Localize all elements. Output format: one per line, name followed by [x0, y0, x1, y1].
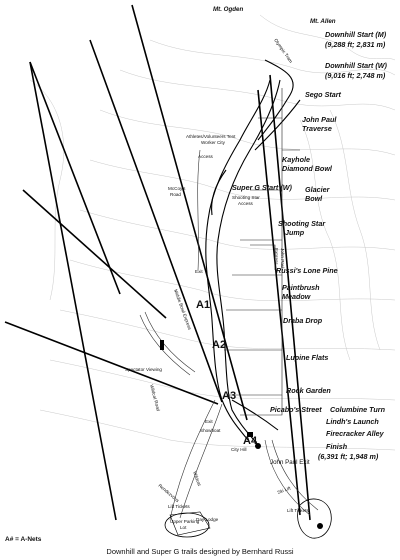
label-rendezvous: Rendezvous [157, 483, 180, 504]
label-mccoys-road-1: McCoy's [168, 186, 186, 191]
label-upper-parking-lot-1: Upper Parking [170, 519, 200, 524]
label-wildcat-road: Wildcat Road [149, 384, 161, 412]
label-downhill-start-w-elev: (9,016 ft; 2,748 m) [325, 71, 386, 80]
label-lindhs-launch: Lindh's Launch [326, 417, 379, 426]
topo-contours [29, 14, 396, 451]
zone-a4: A4 [243, 435, 258, 447]
label-firecracker-alley: Firecracker Alley [326, 429, 385, 438]
label-showboat: Showboat [200, 428, 221, 433]
label-picabos-street: Picabo's Street [270, 405, 322, 414]
label-lupine-flats: Lupine Flats [286, 353, 328, 362]
lift-tickets-right-shape [297, 498, 332, 539]
spectator-marker [160, 340, 164, 350]
label-mccoys-road-2: Road [170, 192, 181, 197]
map-caption: Downhill and Super G trails designed by … [106, 547, 294, 556]
label-downhill-start-m: Downhill Start (M) [325, 30, 387, 39]
label-day-lodge: Day Lodge [196, 517, 219, 522]
label-glacier-bowl-2: Bowl [305, 194, 323, 203]
label-city-hill: City Hill [231, 447, 247, 452]
label-russis-lone-pine: Russi's Lone Pine [276, 266, 338, 275]
section-boxes [224, 88, 300, 416]
city-hill-marker [247, 432, 253, 437]
label-rock-garden: Rock Garden [286, 386, 331, 395]
lift-line-2 [89, 39, 223, 403]
label-lift-tickets-right: Lift Tickets [287, 508, 309, 513]
label-wildcat: Wildcat [192, 471, 202, 488]
base-area [160, 340, 332, 539]
lift-line-3 [4, 321, 219, 405]
label-sego-start: Sego Start [305, 90, 342, 99]
label-paintbrush-meadow-2: Meadow [282, 292, 311, 301]
legend-a-nets: A# = A-Nets [5, 536, 42, 543]
label-paintbrush-meadow-1: Paintbrush [282, 283, 320, 292]
label-draba-drop: Draba Drop [283, 316, 323, 325]
map-labels: Mt. Ogden Mt. Allen Downhill Start (M) (… [125, 6, 387, 530]
label-kayhole: Kayhole [282, 155, 310, 164]
label-shooting-star-jump-1: Shooting Star [278, 219, 326, 228]
label-columbine-turn: Columbine Turn [330, 405, 386, 414]
label-john-paul-traverse-2: Traverse [302, 124, 332, 133]
lift-line-4 [29, 61, 121, 295]
label-super-g-start: Super G Start (W) [232, 183, 293, 192]
label-athletes-tent-2: Worker City [201, 140, 226, 145]
label-access: Access [198, 154, 214, 159]
label-john-paul-express-2: Express [274, 248, 279, 265]
upper-parking-lot-shape [169, 511, 211, 536]
lift-lines [4, 4, 311, 521]
label-john-paul-traverse-1: John Paul [302, 115, 337, 124]
lift-line-5 [29, 61, 117, 521]
zone-a1: A1 [196, 299, 210, 311]
label-downhill-start-w: Downhill Start (W) [325, 61, 387, 70]
label-mt-allen: Mt. Allen [310, 18, 336, 25]
label-mt-ogden: Mt. Ogden [213, 6, 243, 13]
a-net-zones: A1 A2 A3 A4 [196, 299, 258, 447]
label-shooting-star-jump-2: Jump [285, 228, 305, 237]
lift-line-1 [131, 4, 248, 421]
label-shooting-star-access-2: Access [238, 201, 254, 206]
lift-line-6 [22, 189, 167, 319]
label-diamond-bowl: Diamond Bowl [282, 164, 333, 173]
label-ski-lift: Ski Lift [277, 485, 292, 495]
label-john-paul-express-1: John Paul [280, 248, 285, 268]
label-spectator-viewing: Spectator Viewing [125, 367, 162, 372]
finish-marker [255, 443, 261, 449]
label-lift-tickets-left: Lift Tickets [168, 504, 190, 509]
label-exit-upper: Exit [195, 269, 203, 274]
lift-line-7 [269, 74, 311, 521]
zone-a2: A2 [212, 339, 226, 351]
label-john-paul-exit: John Paul Exit [270, 459, 310, 466]
label-finish-elev: (6,391 ft; 1,948 m) [318, 452, 379, 461]
label-finish: Finish [326, 442, 348, 451]
lift-line-8 [257, 89, 301, 516]
label-shooting-star-access-1: Shooting Star [232, 195, 260, 200]
label-exit-lower: Exit [205, 419, 213, 424]
label-downhill-start-m-elev: (9,288 ft; 2,831 m) [325, 40, 386, 49]
ski-trails [205, 59, 301, 446]
label-glacier-bowl-1: Glacier [305, 185, 331, 194]
label-upper-parking-lot-2: Lot [180, 525, 187, 530]
ticket-marker [317, 523, 323, 529]
roads [139, 149, 319, 521]
zone-a3: A3 [222, 390, 236, 402]
label-olympic-tram: Olympic Tram [273, 38, 293, 64]
label-athletes-tent-1: Athletes/Volunteers Tent [186, 134, 236, 139]
